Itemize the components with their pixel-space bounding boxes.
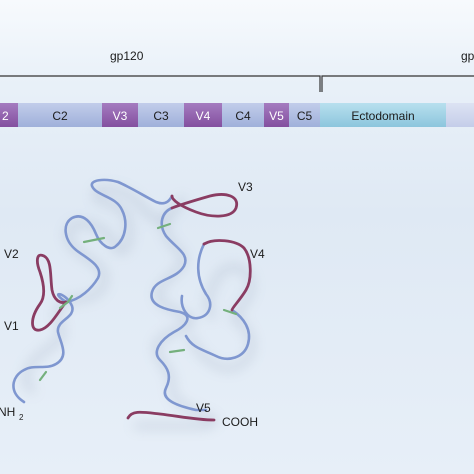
svg-text:NH: NH bbox=[0, 405, 15, 419]
chain-nterm-segment bbox=[12, 292, 74, 404]
gp41-bracket bbox=[321, 75, 474, 92]
v1-label: V1 bbox=[4, 319, 19, 333]
segment-c4: C4 bbox=[222, 103, 264, 127]
chain-v3-v4-segment bbox=[150, 206, 208, 412]
svg-text:2: 2 bbox=[2, 109, 9, 123]
cooh-label: COOH bbox=[222, 415, 258, 429]
svg-text:2: 2 bbox=[19, 413, 24, 422]
segment-v4: V4 bbox=[184, 103, 222, 127]
segment-transmembrane-partial bbox=[446, 103, 474, 127]
v2-label: V2 bbox=[4, 247, 19, 261]
gp120-label: gp120 bbox=[110, 49, 144, 63]
chain-v1v2-stem bbox=[64, 178, 174, 304]
loop-labels: V3 V4 V2 V1 V5 COOH NH 2 bbox=[0, 180, 265, 429]
chain-v4-c4-loop bbox=[184, 308, 251, 360]
gp41-label: gp bbox=[461, 49, 474, 63]
segment-ectodomain: Ectodomain bbox=[320, 103, 446, 127]
segment-c3: C3 bbox=[138, 103, 184, 127]
v4-loop bbox=[202, 239, 252, 312]
segment-v5: V5 bbox=[264, 103, 289, 127]
disulfide-bond-6 bbox=[38, 370, 48, 382]
disulfide-bond-7 bbox=[222, 308, 238, 316]
domain-bar: 2 C2 V3 C3 V4 C4 V5 C5 bbox=[0, 103, 474, 127]
chain-c4-segment bbox=[180, 242, 212, 320]
segment-c5: C5 bbox=[289, 103, 320, 127]
disulfide-bonds bbox=[38, 222, 238, 382]
domain-brackets bbox=[0, 75, 474, 92]
v5-label: V5 bbox=[196, 401, 211, 415]
disulfide-bond-1 bbox=[82, 236, 106, 244]
nh2-label: NH 2 bbox=[0, 405, 24, 422]
svg-text:C4: C4 bbox=[235, 109, 251, 123]
disulfide-bond-2 bbox=[58, 300, 70, 310]
disulfide-bond-3 bbox=[66, 294, 74, 304]
disulfide-bond-4 bbox=[156, 222, 172, 230]
segment-c2: C2 bbox=[18, 103, 102, 127]
svg-text:C5: C5 bbox=[297, 109, 313, 123]
v3-loop bbox=[170, 193, 239, 218]
v4-label: V4 bbox=[250, 247, 265, 261]
disulfide-bond-5 bbox=[168, 348, 186, 354]
gp120-bracket bbox=[0, 75, 321, 92]
svg-text:V4: V4 bbox=[196, 109, 211, 123]
segment-v2-partial: 2 bbox=[0, 103, 18, 127]
svg-text:Ectodomain: Ectodomain bbox=[351, 109, 414, 123]
svg-text:C3: C3 bbox=[153, 109, 169, 123]
segment-v3: V3 bbox=[102, 103, 138, 127]
svg-text:V3: V3 bbox=[113, 109, 128, 123]
variable-loops bbox=[31, 193, 252, 422]
v3-label: V3 bbox=[238, 180, 253, 194]
v5-loop bbox=[126, 410, 216, 422]
polypeptide-chain bbox=[12, 178, 251, 412]
svg-text:V5: V5 bbox=[269, 109, 284, 123]
v1-v2-loop bbox=[31, 253, 68, 332]
svg-text:C2: C2 bbox=[52, 109, 68, 123]
